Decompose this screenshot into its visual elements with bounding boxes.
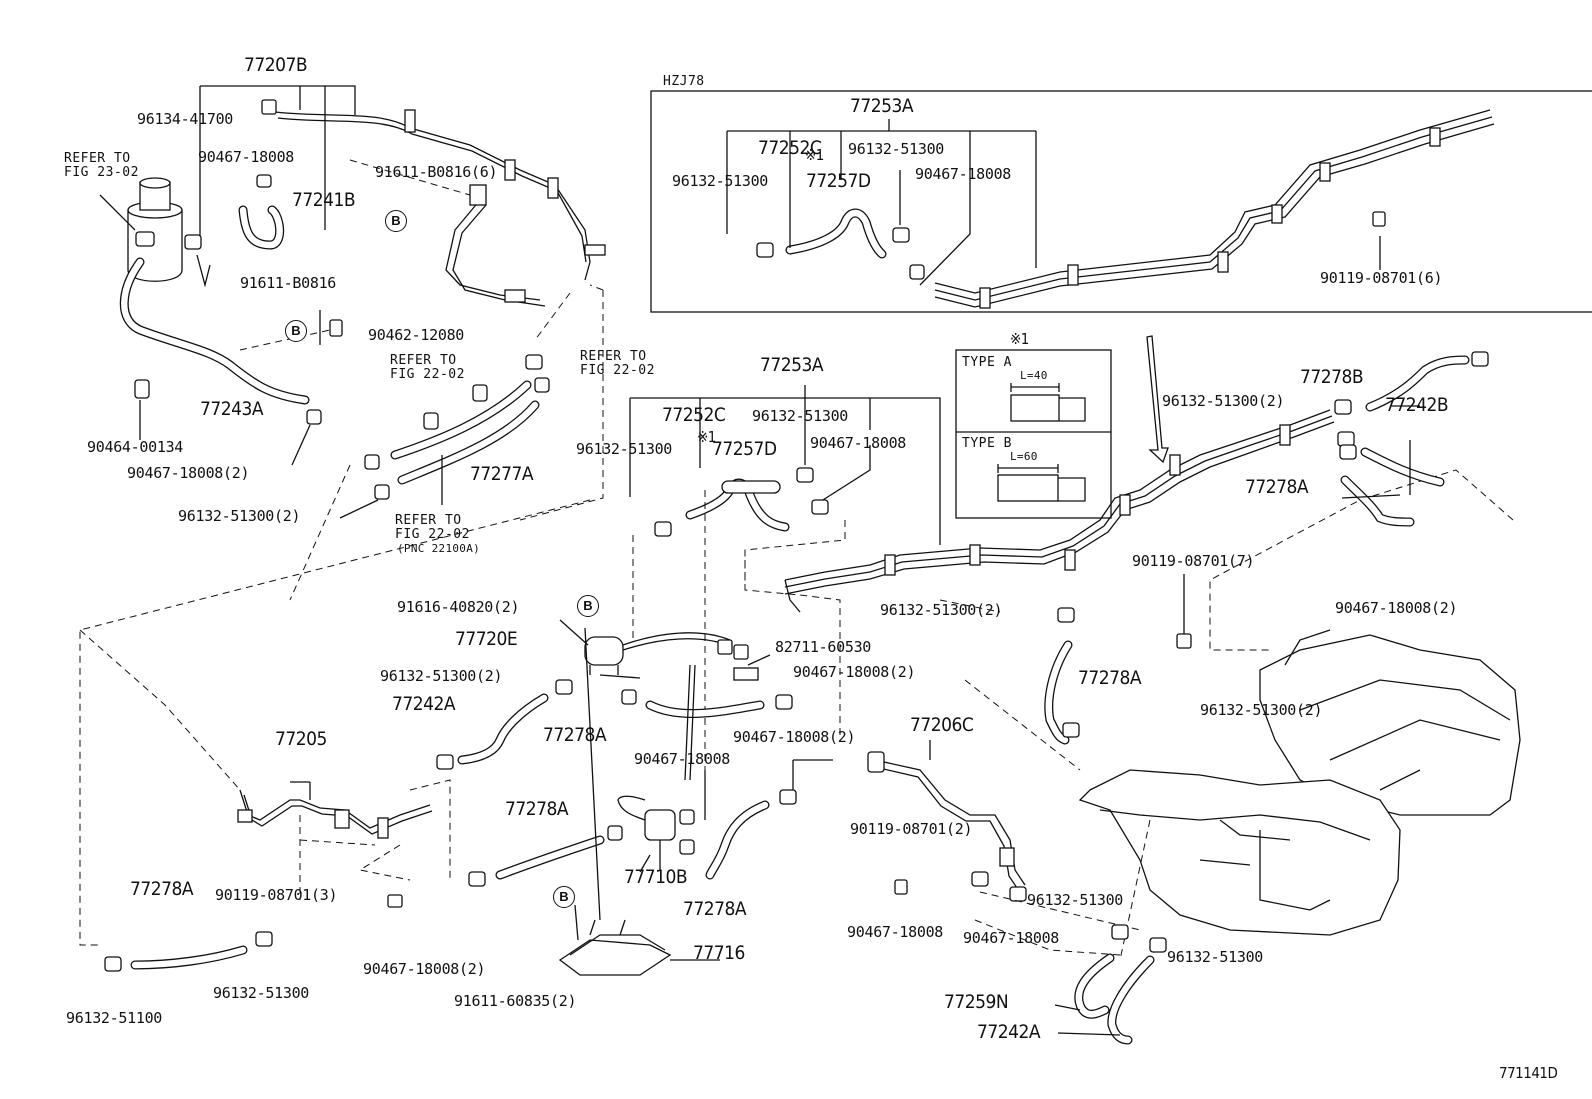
part-77278b: 77278B (1300, 366, 1364, 388)
type-b-dimension: L=60 (1010, 450, 1038, 463)
part-77278a-b: 77278A (683, 898, 747, 920)
type-a-dimension: L=40 (1020, 369, 1048, 382)
part-90467-18008-2a: 90467-18008(2) (127, 464, 250, 482)
part-77257d-top: 77257D (806, 170, 871, 192)
part-77243a: 77243A (200, 398, 264, 420)
part-90119-08701-7: 90119-08701(7) (1132, 552, 1255, 570)
part-77277a: 77277A (470, 463, 534, 485)
part-90467-18008-2e: 90467-18008(2) (363, 960, 486, 978)
marker-b-4: B (553, 886, 575, 908)
hzj78-variant-frame (650, 90, 1592, 313)
part-77241b: 77241B (292, 189, 356, 211)
part-77253a-mid: 77253A (760, 354, 824, 376)
variant-label: HZJ78 (663, 74, 705, 89)
part-90119-08701-2: 90119-08701(2) (850, 820, 973, 838)
part-77720e: 77720E (455, 628, 518, 650)
part-96134-41700: 96134-41700 (137, 110, 234, 128)
refer-pnc-line2: FIG 22-02 (395, 527, 470, 542)
part-90467-18008-m: 90467-18008 (810, 434, 907, 452)
part-77252c-top: 77252C (758, 137, 822, 159)
part-77252c-mid: 77252C (662, 404, 726, 426)
type-a-label: TYPE A (962, 355, 1012, 370)
part-77206c: 77206C (910, 714, 974, 736)
part-90467-18008-2b: 90467-18008(2) (1335, 599, 1458, 617)
part-90467-18008-2c: 90467-18008(2) (793, 663, 916, 681)
part-90467-18008-b: 90467-18008 (634, 750, 731, 768)
refer-fig-22-02-line1: REFER TO (390, 353, 457, 368)
refer-pnc-line1: REFER TO (395, 513, 462, 528)
diagram-code: 771141D (1499, 1064, 1558, 1082)
part-96132-51300-b3: 96132-51300 (1167, 948, 1264, 966)
part-90467-18008-c: 90467-18008 (847, 923, 944, 941)
marker-b-2: B (285, 320, 307, 342)
refer-fig-23-02-line1: REFER TO (64, 151, 131, 166)
part-96132-51300-2d: 96132-51300(2) (1200, 701, 1323, 719)
part-77278a-r: 77278A (1245, 476, 1309, 498)
refer-fig-22-02-line2: FIG 22-02 (390, 367, 465, 382)
part-90467-18008-t: 90467-18008 (915, 165, 1012, 183)
part-96132-51300-m2: 96132-51300 (752, 407, 849, 425)
part-77716: 77716 (693, 942, 745, 964)
part-96132-51300-m1: 96132-51300 (576, 440, 673, 458)
refer-pnc-line3: (PNC 22100A) (397, 542, 481, 555)
part-90119-08701-6: 90119-08701(6) (1320, 269, 1443, 287)
part-77259n: 77259N (944, 991, 1009, 1013)
part-90462-12080: 90462-12080 (368, 326, 465, 344)
refer-fig-22-02b-line1: REFER TO (580, 349, 647, 364)
part-96132-51300-t1: 96132-51300 (672, 172, 769, 190)
part-77278a-lm: 77278A (505, 798, 569, 820)
part-96132-51300-2b: 96132-51300(2) (1162, 392, 1285, 410)
part-77278a-m: 77278A (543, 724, 607, 746)
hzj78-fuel-tubes (934, 109, 1495, 309)
part-91616-40820-2: 91616-40820(2) (397, 598, 520, 616)
part-96132-51100: 96132-51100 (66, 1009, 163, 1027)
fuel-tank-rear (1259, 629, 1521, 816)
part-96132-51300-b2: 96132-51300 (1027, 891, 1124, 909)
part-77242b: 77242B (1385, 394, 1449, 416)
note-mark-mid: ※1 (697, 428, 716, 446)
part-91611-b0816-6: 91611-B0816(6) (375, 163, 498, 181)
type-b-label: TYPE B (962, 436, 1012, 451)
part-96132-51300-b1: 96132-51300 (213, 984, 310, 1002)
fuel-tank-main (1078, 769, 1401, 936)
part-90119-08701-3: 90119-08701(3) (215, 886, 338, 904)
part-96132-51300-2a: 96132-51300(2) (178, 507, 301, 525)
marker-b-1: B (385, 210, 407, 232)
part-77242a-b: 77242A (977, 1021, 1041, 1043)
part-77253a-top: 77253A (850, 95, 914, 117)
part-77278a-c: 77278A (1078, 667, 1142, 689)
part-96132-51300-2c: 96132-51300(2) (880, 601, 1003, 619)
refer-fig-22-02b-line2: FIG 22-02 (580, 363, 655, 378)
note-mark-top: ※1 (805, 146, 824, 164)
part-77205: 77205 (275, 728, 327, 750)
part-96132-51300-t2: 96132-51300 (848, 140, 945, 158)
part-77710b: 77710B (624, 866, 688, 888)
type-detail-frame (955, 349, 1112, 519)
refer-fig-23-02-line2: FIG 23-02 (64, 165, 139, 180)
part-77278a-bl: 77278A (130, 878, 194, 900)
part-90467-18008-a: 90467-18008 (198, 148, 295, 166)
part-77207b: 77207B (244, 54, 308, 76)
type-detail-title: ※1 (1010, 330, 1029, 348)
part-91611-b0816: 91611-B0816 (240, 274, 337, 292)
part-90467-18008-2d: 90467-18008(2) (733, 728, 856, 746)
part-82711-60530: 82711-60530 (775, 638, 872, 656)
part-90467-18008-d: 90467-18008 (963, 929, 1060, 947)
marker-b-3: B (577, 595, 599, 617)
part-91611-60835-2: 91611-60835(2) (454, 992, 577, 1010)
part-77242a-l: 77242A (392, 693, 456, 715)
part-96132-51300-2e: 96132-51300(2) (380, 667, 503, 685)
part-77257d-mid: 77257D (712, 438, 777, 460)
part-90464-00134: 90464-00134 (87, 438, 184, 456)
